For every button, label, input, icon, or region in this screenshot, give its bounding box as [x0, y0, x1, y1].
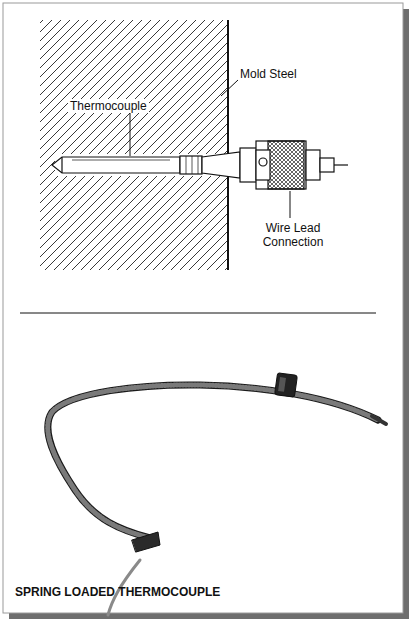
- card: [3, 3, 403, 613]
- part-label: Thermocouple: [68, 99, 149, 113]
- spring-thermocouple: [48, 373, 386, 615]
- leader-lines: [130, 80, 290, 218]
- divider: [20, 313, 376, 314]
- thermocouple: [52, 141, 348, 189]
- part-label: Wire Lead Connection: [252, 221, 334, 249]
- mold-steel: [40, 20, 228, 270]
- caption: SPRING LOADED THERMOCOUPLE: [15, 585, 220, 599]
- part-label: Mold Steel: [240, 67, 297, 81]
- steel-face: [227, 20, 229, 270]
